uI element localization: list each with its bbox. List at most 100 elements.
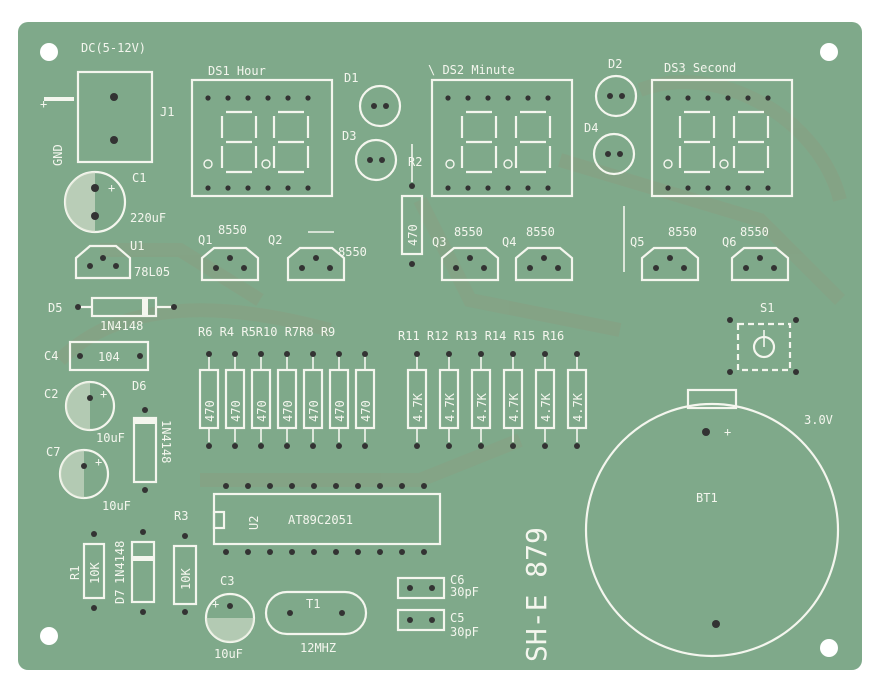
d5-diode: D5 1N4148: [48, 296, 177, 333]
q3-value: 8550: [454, 225, 483, 239]
gnd-label: GND: [51, 144, 65, 166]
bt1-label: BT1: [696, 491, 718, 505]
q5-value: 8550: [668, 225, 697, 239]
display-pin: [665, 185, 671, 191]
display-pin: [765, 95, 771, 101]
display-pin: [665, 95, 671, 101]
u1-value: 78L05: [134, 265, 170, 279]
u2-pin: [421, 483, 427, 489]
resistor: 4.7K: [534, 351, 556, 449]
c2-plus: +: [100, 387, 107, 401]
d2-led: D2: [594, 57, 638, 118]
d1-led: D1: [344, 71, 402, 128]
display-pin: [205, 185, 211, 191]
ds2-label: \ DS2 Minute: [428, 63, 515, 77]
c1-value: 220uF: [130, 211, 166, 225]
d7-label: D7: [113, 590, 127, 604]
display-pin: [465, 95, 471, 101]
display-pin: [705, 185, 711, 191]
display-pin: [285, 185, 291, 191]
resistor: 4.7K: [438, 351, 460, 449]
u2-pin: [399, 483, 405, 489]
u2-pin: [289, 483, 295, 489]
q4-value: 8550: [526, 225, 555, 239]
ds3-label: DS3 Second: [664, 61, 736, 75]
display-pin: [485, 185, 491, 191]
display-pins: [205, 95, 771, 191]
display-pin: [505, 95, 511, 101]
display-pin: [445, 185, 451, 191]
display-pin: [685, 185, 691, 191]
d5-label: D5: [48, 301, 62, 315]
r1-resistor: R1 10K: [68, 531, 106, 611]
c1-plus: +: [108, 181, 115, 195]
display-pin: [265, 95, 271, 101]
t1-crystal: T1 12MHZ: [264, 590, 368, 655]
bt1-plus: +: [724, 425, 731, 439]
u2-pin: [245, 549, 251, 555]
d7-diode: D7 1N4148: [113, 529, 156, 615]
transistor-outline: [440, 246, 500, 282]
display-pin: [545, 185, 551, 191]
q4-label: Q4: [502, 235, 516, 249]
resistor-value: 4.7K: [539, 392, 553, 422]
resistor: 470: [198, 351, 220, 449]
c2-capacitor: C2 + 10uF: [44, 380, 125, 445]
display-pin: [265, 185, 271, 191]
resistor-value: 4.7K: [507, 392, 521, 422]
u2-pin: [245, 483, 251, 489]
u2-pin: [311, 483, 317, 489]
bt1-battery-holder: + BT1 3.0V: [584, 388, 840, 658]
display-pin: [305, 185, 311, 191]
t1-label: T1: [306, 597, 320, 611]
display-pin: [725, 95, 731, 101]
c4-label: C4: [44, 349, 58, 363]
j1-label: J1: [160, 105, 174, 119]
resistor-value: 4.7K: [411, 392, 425, 422]
d2-label: D2: [608, 57, 622, 71]
display-pin: [765, 185, 771, 191]
c5-value: 30pF: [450, 625, 479, 639]
resistor-value: 470: [307, 400, 321, 422]
display-pin: [225, 185, 231, 191]
resistor: 4.7K: [406, 351, 428, 449]
c2-value: 10uF: [96, 431, 125, 445]
transistor-outline: [514, 246, 574, 282]
ds1-label: DS1 Hour: [208, 64, 266, 78]
c1-capacitor: C1 + 220uF: [63, 170, 166, 234]
u2-pin: [355, 483, 361, 489]
ds2-display: \ DS2 Minute: [428, 63, 574, 198]
c5-capacitor: C5 30pF: [396, 608, 479, 639]
dc-label: DC(5-12V): [81, 41, 146, 55]
d3-label: D3: [342, 129, 356, 143]
resistor: 470: [354, 351, 376, 449]
u2-pin: [377, 549, 383, 555]
plus-label: +: [40, 97, 47, 111]
c6-capacitor: C6 30pF: [396, 573, 479, 600]
display-pin: [205, 95, 211, 101]
display-pin: [465, 185, 471, 191]
r1-value: 10K: [88, 562, 102, 584]
display-pin: [545, 95, 551, 101]
resistor-value: 470: [229, 400, 243, 422]
display-pin: [305, 95, 311, 101]
display-pin: [725, 185, 731, 191]
c3-capacitor: C3 + 10uF: [204, 574, 256, 661]
display-pin: [225, 95, 231, 101]
d4-label: D4: [584, 121, 598, 135]
u2-pin: [333, 483, 339, 489]
u2-pin: [289, 549, 295, 555]
c4-value: 104: [98, 350, 120, 364]
resistor: 4.7K: [470, 351, 492, 449]
display-pin: [705, 95, 711, 101]
d5-value: 1N4148: [100, 319, 143, 333]
c3-value: 10uF: [214, 647, 243, 661]
resistor: 470: [250, 351, 272, 449]
display-pin: [745, 95, 751, 101]
c6-value: 30pF: [450, 585, 479, 599]
mounting-holes: [40, 43, 838, 657]
d6-value: 1N4148: [159, 420, 173, 463]
u2-pin: [223, 549, 229, 555]
c7-capacitor: C7 + 10uF: [46, 445, 131, 513]
